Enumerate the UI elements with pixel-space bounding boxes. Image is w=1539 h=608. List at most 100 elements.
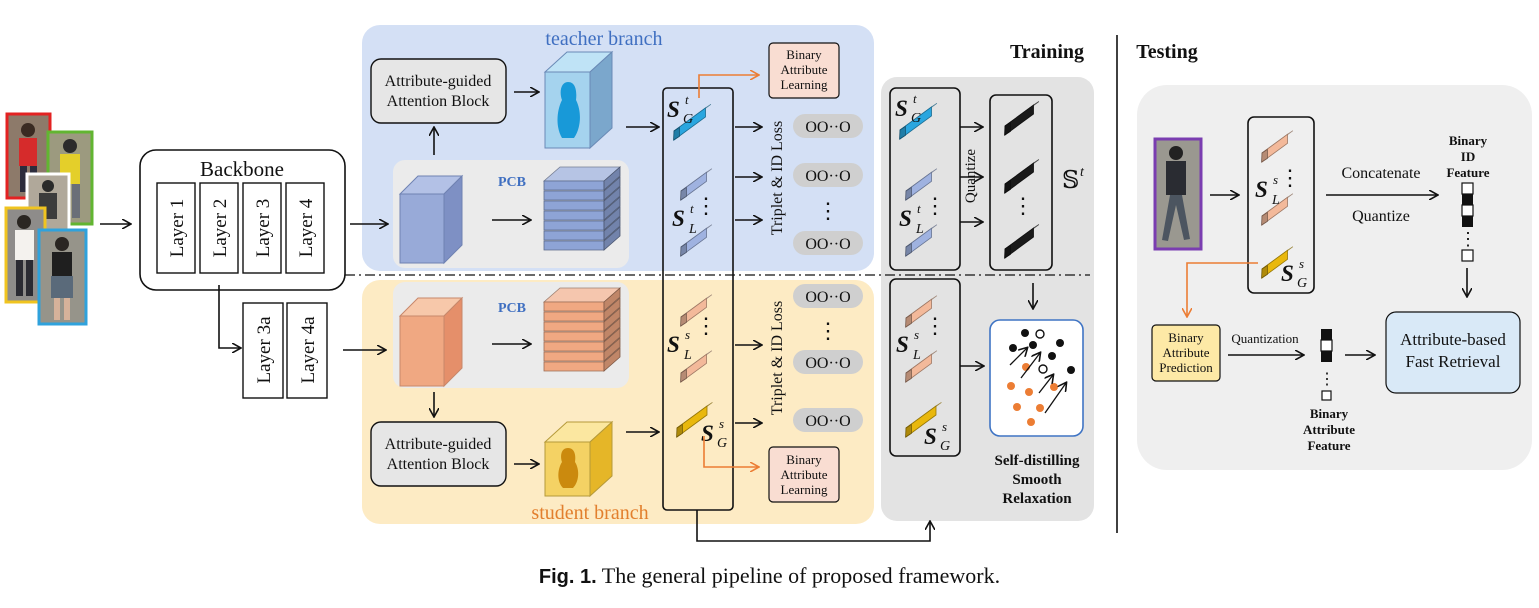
layer-4a-box <box>286 302 328 399</box>
student-attention-cube <box>543 420 614 498</box>
person-image-blue <box>37 228 88 326</box>
training-teacher-global-feature <box>899 102 938 140</box>
teacher-code-vdots: ⋮ <box>817 198 839 223</box>
student-bal-line1: Binary <box>786 452 822 467</box>
sym-S: S <box>895 96 908 121</box>
teacher-bal-line2: Attribute <box>781 62 828 77</box>
sym-SLs-student: S s L <box>667 327 692 363</box>
student-bal-orange-arrow <box>703 436 758 467</box>
sym-S: S <box>1255 177 1268 202</box>
training-student-global-feature <box>905 402 942 438</box>
student-global-bar <box>676 402 713 438</box>
teacher-pcb-stripes <box>542 166 622 251</box>
caption-text: The general pipeline of proposed framewo… <box>601 563 1001 588</box>
sym-SGt-training: S t G <box>895 91 921 126</box>
student-pcb-stripe-4 <box>543 317 621 342</box>
code-dots: OO··O <box>805 289 850 306</box>
sym-G: G <box>940 439 950 454</box>
sym-L: L <box>683 348 692 363</box>
sym-S: S <box>667 97 680 122</box>
sym-G: G <box>683 112 693 127</box>
student-bal-line3: Learning <box>781 482 828 497</box>
binary-codes-vdots: ⋮ <box>1012 193 1034 218</box>
bap-line1: Binary <box>1168 330 1204 345</box>
binary-code-3 <box>1004 224 1040 259</box>
sdsr-line3: Relaxation <box>1002 491 1072 507</box>
training-student-vdots: ⋮ <box>924 313 946 338</box>
student-local-vdots: ⋮ <box>695 313 717 338</box>
training-teacher-vdots: ⋮ <box>924 193 946 218</box>
quantize-label: Quantize <box>1352 208 1410 225</box>
teacher-local-vdots: ⋮ <box>695 193 717 218</box>
teacher-pcb-stripe-5 <box>543 206 621 231</box>
sym-G: G <box>1297 276 1307 291</box>
sym-s: s <box>719 416 724 431</box>
student-code-pills: OO··O ⋮ OO··O OO··O <box>793 284 863 432</box>
test-local-feature-2 <box>1261 193 1294 226</box>
teacher-code-pills: OO··O OO··O ⋮ OO··O <box>793 114 863 255</box>
binary-teacher-code-bars <box>1004 101 1040 259</box>
figure-caption: Fig. 1. The general pipeline of proposed… <box>0 563 1539 589</box>
layer-3a-box <box>242 302 284 399</box>
teacher-bal-line3: Learning <box>781 77 828 92</box>
sym-L: L <box>912 348 921 363</box>
teacher-local-feature-1 <box>680 168 713 201</box>
student-pcb-stripe-7 <box>543 347 621 372</box>
layer-3a-label: Layer 3a <box>254 316 275 384</box>
student-pcb-stripe-1 <box>542 287 622 312</box>
sym-SGs-test: S s G <box>1281 256 1307 291</box>
binary-attribute-prediction-box <box>1151 324 1221 382</box>
blackboard-S-sup-t: t <box>1080 165 1085 180</box>
sym-s: s <box>1273 172 1278 187</box>
student-attn-line1: Attribute-guided <box>385 436 492 453</box>
teacher-features-column <box>662 87 734 511</box>
training-teacher-local-feature-2 <box>905 224 938 257</box>
backbone-layers: Layer 1 Layer 2 Layer 3 Layer 4 <box>156 182 325 274</box>
retrieval-line2: Fast Retrieval <box>1406 352 1501 371</box>
training-student-features <box>889 278 961 457</box>
binary-id-line3: Feature <box>1446 165 1489 180</box>
test-orange-arrow <box>1187 262 1258 316</box>
teacher-bal-line1: Binary <box>786 47 822 62</box>
student-pcb-cube <box>398 296 464 388</box>
quantization-label: Quantization <box>1231 331 1299 346</box>
backbone-label: Backbone <box>200 157 284 181</box>
student-local-feature-2 <box>680 350 713 383</box>
teacher-attn-line1: Attribute-guided <box>385 73 492 90</box>
teacher-local-feature-2 <box>680 224 713 257</box>
sym-L: L <box>688 222 697 237</box>
sym-S: S <box>899 206 912 231</box>
student-pcb-stripes <box>542 287 622 372</box>
sym-t: t <box>690 201 694 216</box>
sym-SGs-training: S s G <box>924 419 950 454</box>
concatenate-label: Concatenate <box>1341 165 1420 182</box>
student-local-feature-1 <box>680 294 713 327</box>
test-global-feature <box>1261 246 1294 279</box>
student-bal-line2: Attribute <box>781 467 828 482</box>
bap-line2: Attribute <box>1163 345 1210 360</box>
test-features-column <box>1247 116 1315 294</box>
sym-S: S <box>1281 261 1294 286</box>
teacher-bal-box <box>768 42 840 99</box>
teacher-attn-line2: Attention Block <box>387 93 490 110</box>
query-person-image <box>1153 137 1203 251</box>
sym-t: t <box>917 201 921 216</box>
student-pcb-label: PCB <box>498 301 526 316</box>
sym-SLt-teacher: S t L <box>672 201 697 237</box>
teacher-pcb-stripe-7 <box>543 226 621 251</box>
baf-line3: Feature <box>1307 438 1350 453</box>
code-dots: OO··O <box>805 355 850 372</box>
teacher-local-bars <box>680 168 713 257</box>
training-student-global-bar <box>905 402 942 438</box>
sym-s: s <box>942 419 947 434</box>
teacher-pcb-stripe-3 <box>543 186 621 211</box>
sym-SLt-training: S t L <box>899 201 924 237</box>
binary-id-line1: Binary <box>1449 133 1488 148</box>
training-student-local-feature-1 <box>905 295 938 328</box>
blackboard-S: 𝕊 <box>1062 168 1079 194</box>
test-local-vdots: ⋮ <box>1279 165 1301 190</box>
teacher-attention-cube <box>543 50 614 150</box>
teacher-pcb-cube <box>398 174 464 265</box>
training-teacher-features <box>889 87 961 271</box>
sym-SLs-training: S s L <box>896 327 921 363</box>
